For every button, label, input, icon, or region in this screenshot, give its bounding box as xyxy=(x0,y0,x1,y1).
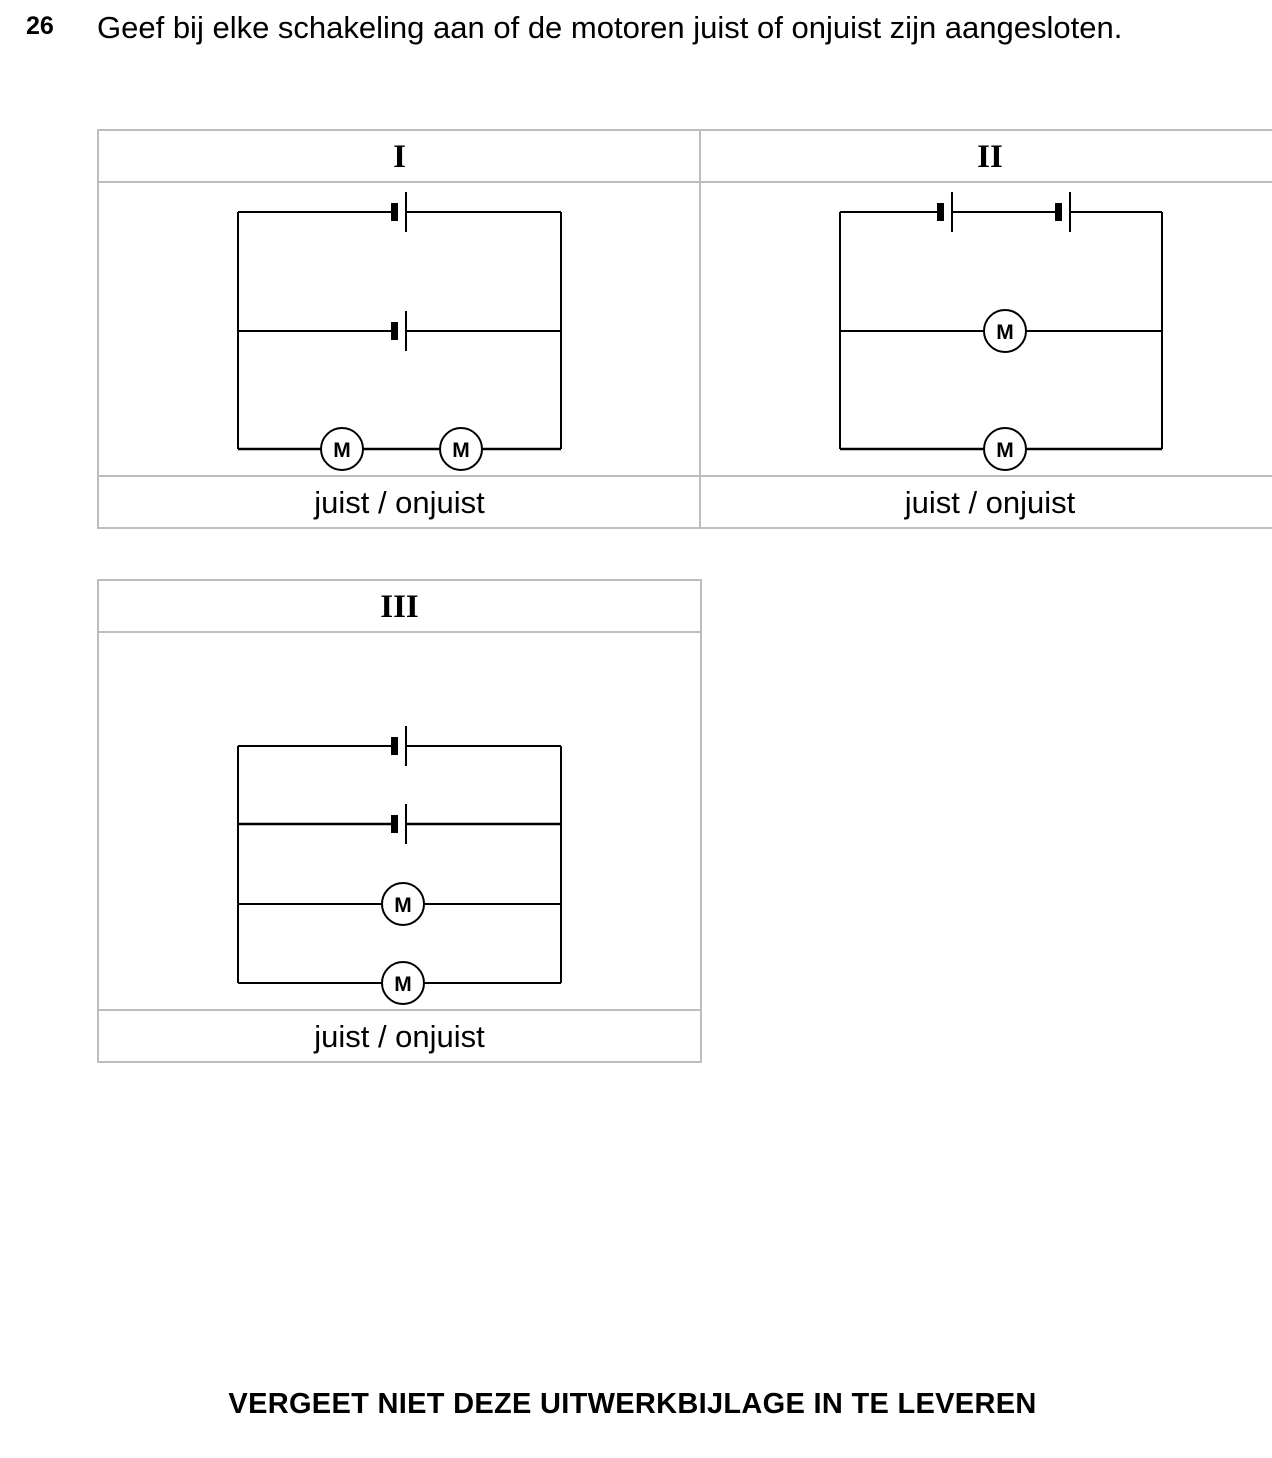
battery-cell-icon xyxy=(391,311,407,351)
answer-choice[interactable]: juist / onjuist xyxy=(99,1009,700,1061)
circuit-label: II xyxy=(701,131,1272,183)
battery-cell-icon xyxy=(391,726,407,766)
answer-choice[interactable]: juist / onjuist xyxy=(701,475,1272,527)
circuit-cell-1: I M M xyxy=(97,129,702,529)
svg-text:M: M xyxy=(996,439,1014,462)
circuit-cell-3: III M M juist / on xyxy=(97,579,702,1063)
footer-notice: VERGEET NIET DEZE UITWERKBIJLAGE IN TE L… xyxy=(228,1388,1037,1420)
svg-text:M: M xyxy=(996,321,1014,344)
battery-cell-icon xyxy=(391,192,407,232)
motor-icon: M xyxy=(983,309,1027,353)
motor-icon: M xyxy=(320,427,364,471)
svg-text:M: M xyxy=(452,439,470,462)
motor-icon: M xyxy=(381,882,425,926)
motor-icon: M xyxy=(381,961,425,1005)
motor-icon: M xyxy=(439,427,483,471)
svg-text:M: M xyxy=(333,439,351,462)
motor-icon: M xyxy=(983,427,1027,471)
battery-cell-icon xyxy=(1055,192,1071,232)
answer-choice[interactable]: juist / onjuist xyxy=(99,475,700,527)
question-text: Geef bij elke schakeling aan of de motor… xyxy=(97,10,1123,45)
circuit-diagram-3: M M xyxy=(237,726,562,1005)
battery-cell-icon xyxy=(937,192,953,232)
circuit-label: III xyxy=(99,581,700,633)
circuit-diagram-2: M M xyxy=(839,192,1163,471)
circuit-label: I xyxy=(99,131,700,183)
question-number: 26 xyxy=(26,12,54,40)
circuit-diagram-1: M M xyxy=(237,192,562,471)
svg-text:M: M xyxy=(394,973,412,996)
svg-text:M: M xyxy=(394,894,412,917)
circuit-cell-2: II M M juist / onjuist xyxy=(699,129,1272,529)
battery-cell-icon xyxy=(391,804,407,844)
